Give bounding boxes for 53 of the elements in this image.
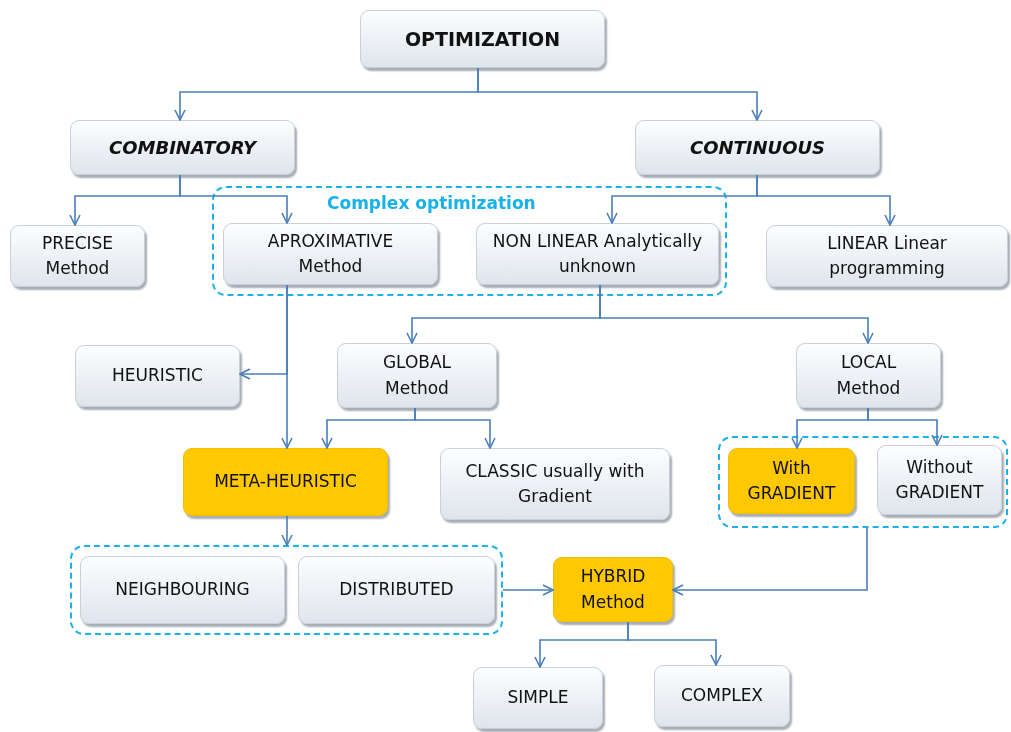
- process-box: [654, 665, 790, 727]
- arrow: [502, 584, 554, 596]
- node-label: GLOBAL Method: [381, 351, 453, 400]
- node-label: CLASSIC usually with Gradient: [464, 459, 646, 508]
- process-box: [728, 448, 855, 514]
- arrow: [281, 284, 293, 449]
- node-label: With GRADIENT: [746, 456, 837, 505]
- arrow: [281, 515, 293, 546]
- arrow: [672, 527, 868, 596]
- node-label: APROXIMATIVE Method: [266, 229, 395, 278]
- arrow: [414, 407, 496, 449]
- process-box: [80, 556, 285, 624]
- node-label: LINEAR Linear programming: [826, 231, 948, 280]
- arrow: [627, 621, 722, 666]
- process-box: [796, 343, 941, 408]
- node-label: HEURISTIC: [111, 364, 204, 388]
- node-label: COMBINATORY: [108, 136, 259, 160]
- process-box: [635, 120, 880, 175]
- arrow: [867, 407, 943, 446]
- process-box: [473, 667, 603, 729]
- process-box: [766, 225, 1008, 287]
- node-label: PRECISE Method: [40, 231, 115, 280]
- node-label: CONTINUOUS: [688, 136, 827, 160]
- node-label: Without GRADIENT: [894, 455, 985, 504]
- node-label: DISTRIBUTED: [338, 578, 455, 602]
- node-label: OPTIMIZATION: [403, 26, 562, 52]
- node-label: HYBRID Method: [579, 565, 647, 614]
- dashed-group-frame: [718, 436, 1008, 528]
- process-box: [223, 223, 438, 285]
- process-box: [476, 223, 719, 285]
- arrow: [477, 67, 763, 121]
- dashed-group-frame: [212, 186, 727, 296]
- node-label: COMPLEX: [680, 684, 764, 708]
- process-box: [183, 448, 388, 516]
- process-box: [337, 343, 497, 408]
- node-label: NON LINEAR Analytically unknown: [491, 229, 704, 278]
- process-box: [70, 120, 295, 175]
- node-label: NEIGHBOURING: [114, 578, 251, 602]
- dashed-group-frame: [70, 545, 503, 635]
- node-label: LOCAL Method: [835, 351, 902, 400]
- arrow: [599, 284, 874, 344]
- process-box: [440, 448, 670, 520]
- process-box: [360, 10, 605, 68]
- process-box: [877, 445, 1002, 515]
- process-box: [10, 225, 145, 287]
- group-title: Complex optimization: [327, 193, 536, 213]
- node-label: SIMPLE: [506, 686, 570, 710]
- process-box: [75, 345, 240, 407]
- arrow: [756, 174, 896, 226]
- node-label: META-HEURISTIC: [213, 470, 358, 494]
- arrow: [179, 174, 293, 224]
- process-box: [553, 557, 673, 622]
- process-box: [298, 556, 495, 624]
